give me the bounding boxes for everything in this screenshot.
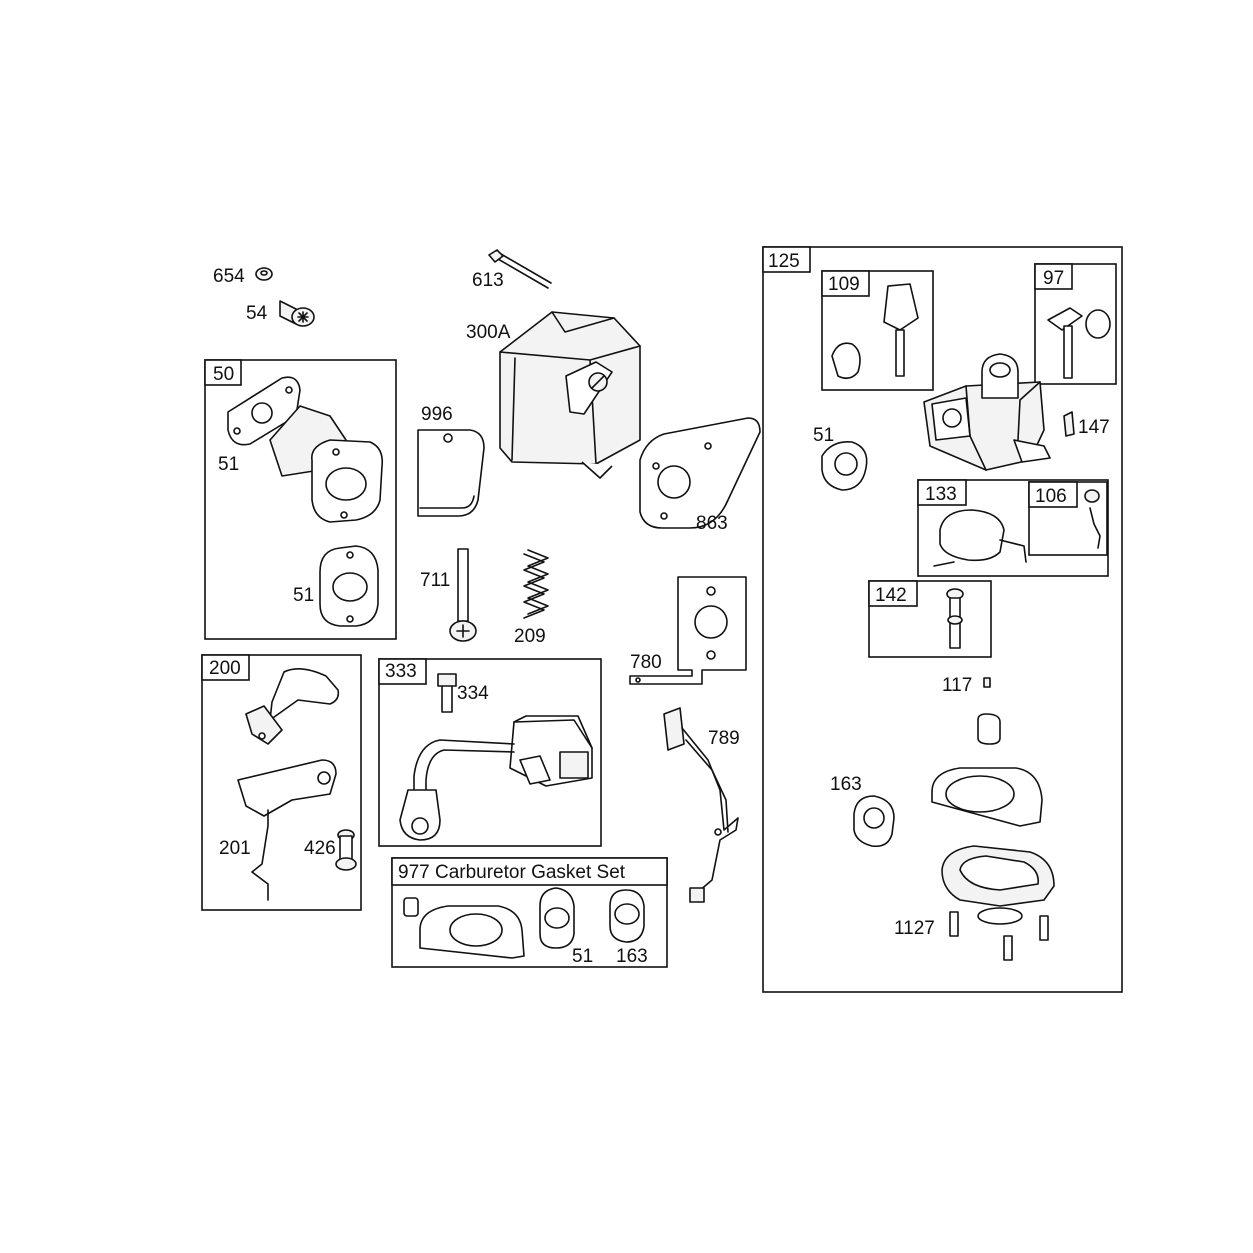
- needle-106-part: [1084, 489, 1101, 549]
- label-51-c: 51: [572, 946, 593, 967]
- label-109: 109: [828, 274, 860, 295]
- ignition-coil-333-part: [399, 673, 593, 841]
- label-117: 117: [942, 675, 972, 696]
- label-780: 780: [630, 652, 662, 673]
- screw-117-part: [983, 677, 991, 688]
- label-163-a: 163: [616, 946, 648, 967]
- throttle-lever-200-part: [245, 668, 340, 745]
- group-box-109: [821, 270, 934, 391]
- label-106: 106: [1035, 486, 1067, 507]
- gasket-51-part-a: [319, 545, 379, 627]
- carburetor-125-part: [923, 353, 1051, 471]
- throttle-shaft-97-part: [1047, 307, 1111, 379]
- label-426: 426: [304, 838, 336, 859]
- label-711: 711: [420, 570, 450, 591]
- label-333: 333: [385, 661, 417, 682]
- gasket-set-977-parts: [403, 887, 645, 959]
- label-863: 863: [696, 513, 728, 534]
- label-50: 50: [213, 364, 234, 385]
- group-tag-106: [1028, 481, 1078, 508]
- nut-654-part: [255, 267, 273, 281]
- label-789: 789: [708, 728, 740, 749]
- label-97: 97: [1043, 268, 1064, 289]
- label-125: 125: [768, 251, 800, 272]
- label-654: 654: [213, 266, 245, 287]
- group-tag-97: [1034, 263, 1073, 290]
- label-142: 142: [875, 585, 907, 606]
- label-200: 200: [209, 658, 241, 679]
- jet-142-part: [946, 588, 964, 649]
- gasket-51-part-d: [821, 440, 868, 491]
- label-996: 996: [421, 404, 453, 425]
- group-box-125: [762, 246, 1123, 993]
- throttle-bracket-201-part: [237, 759, 337, 901]
- group-tag-125: [762, 246, 811, 273]
- choke-shaft-109-part: [831, 283, 919, 380]
- bowl-gasket-part: [931, 767, 1043, 827]
- heat-shield-996-part: [417, 429, 485, 517]
- group-box-333: [378, 658, 602, 847]
- label-1127: 1127: [894, 918, 935, 939]
- label-133: 133: [925, 484, 957, 505]
- screw-711-part: [449, 548, 477, 642]
- gasket-163-part-b: [853, 795, 895, 848]
- label-977: 977 Carburetor Gasket Set: [398, 862, 626, 883]
- float-bowl-part: [941, 845, 1055, 925]
- label-334: 334: [457, 683, 489, 704]
- screw-147-part: [1063, 411, 1075, 437]
- group-tag-133: [917, 479, 967, 506]
- label-54: 54: [246, 303, 268, 324]
- label-147: 147: [1078, 417, 1110, 438]
- group-tag-50: [204, 359, 242, 386]
- label-300a: 300A: [466, 322, 511, 343]
- muffler-300a-part: [499, 311, 641, 479]
- group-box-133: [917, 479, 1109, 577]
- screw-54-part: [279, 300, 315, 327]
- group-box-142: [868, 580, 992, 658]
- bowl-spacer-part: [977, 713, 1001, 745]
- label-201: 201: [219, 838, 251, 859]
- label-613: 613: [472, 270, 504, 291]
- group-tag-333: [378, 658, 427, 685]
- group-tag-109: [821, 270, 870, 297]
- bolt-613-part: [488, 249, 552, 289]
- spring-209-part: [523, 549, 549, 619]
- label-51-a: 51: [218, 454, 239, 475]
- label-51-d: 51: [813, 425, 834, 446]
- group-box-50: [204, 359, 397, 640]
- group-tag-977: [391, 857, 668, 886]
- screw-426-part: [335, 829, 357, 871]
- group-tag-200: [201, 654, 250, 681]
- label-163-b: 163: [830, 774, 862, 795]
- group-box-97: [1034, 263, 1117, 385]
- wire-harness-789-part: [663, 707, 739, 903]
- gasket-plate-863-part: [639, 417, 761, 529]
- label-51-b: 51: [293, 585, 314, 606]
- label-209: 209: [514, 626, 546, 647]
- screws-1127-part: [949, 911, 1049, 961]
- intake-elbow-50-part: [227, 376, 384, 523]
- bracket-780-part: [629, 576, 747, 685]
- float-133-part: [933, 509, 1027, 567]
- group-tag-142: [868, 580, 918, 607]
- group-box-200: [201, 654, 362, 911]
